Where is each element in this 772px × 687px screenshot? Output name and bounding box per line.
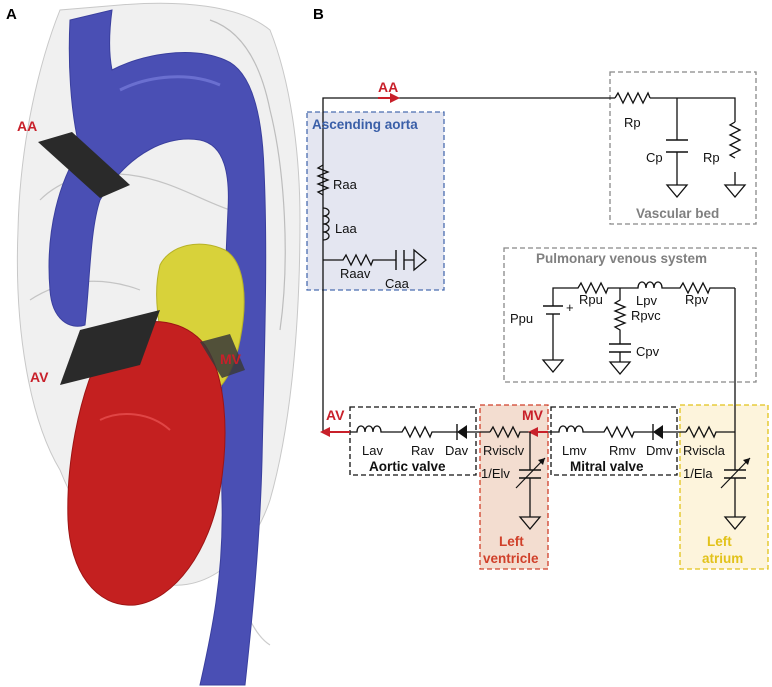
ground-symbol [723, 516, 747, 531]
ela-variable-arrowhead [743, 458, 750, 465]
ascending-aorta-title: Ascending aorta [312, 117, 418, 132]
rp-top-resistor [614, 91, 651, 105]
surface-contour [39, 173, 231, 211]
flow-mv-label: MV [522, 407, 544, 423]
elv-label: 1/Elv [481, 466, 510, 481]
dmv-label: Dmv [646, 443, 673, 458]
rvisclv-resistor [489, 425, 530, 439]
mitral-valve-box [550, 406, 678, 476]
dav-diode [457, 425, 467, 439]
ela-label: 1/Ela [683, 466, 713, 481]
av-plane [60, 310, 160, 385]
dav-label: Dav [445, 443, 469, 458]
mitral-valve-title: Mitral valve [570, 459, 644, 474]
aortic-valve-box [349, 406, 477, 476]
ground-symbol [723, 184, 747, 199]
lv-title-line2: ventricle [483, 551, 539, 566]
mv-plane [200, 334, 245, 378]
vascular-bed-box [609, 71, 757, 225]
laa-label: Laa [335, 221, 357, 236]
ventricle-highlight [99, 413, 171, 431]
panel-a-letter: A [6, 6, 17, 23]
rpu-label: Rpu [579, 292, 603, 307]
ground-symbol [665, 184, 689, 199]
rvisclv-label: Rvisclv [483, 443, 525, 458]
rpv-label: Rpv [685, 292, 709, 307]
rp-top-label: Rp [624, 115, 641, 130]
aorta-highlight [119, 75, 221, 92]
surface-contour [209, 19, 286, 331]
pulmonary-main-wire [552, 281, 735, 306]
anatomy-av-label: AV [30, 369, 49, 385]
mitral-valve-wire [548, 425, 653, 439]
pulmonary-venous-box [503, 247, 757, 383]
ppu-label: Ppu [510, 311, 533, 326]
cpv-label: Cpv [636, 344, 660, 359]
raa-label: Raa [333, 177, 358, 192]
raa-resistor [316, 164, 330, 196]
ground-symbol [404, 248, 428, 272]
rp-right-label: Rp [703, 150, 720, 165]
ground-symbol [541, 314, 565, 374]
rpvc-label: Rpvc [631, 308, 661, 323]
rpvc-resistor [613, 288, 627, 344]
elv-variable-arrow [515, 457, 546, 489]
anatomy-aa-label: AA [17, 118, 37, 134]
main-wire-left-top [322, 97, 615, 432]
cp-label: Cp [646, 150, 663, 165]
la-title-line2: atrium [702, 551, 743, 566]
raav-resistor [323, 253, 396, 267]
panel-b-letter: B [313, 6, 324, 23]
rp-right-resistor [728, 121, 742, 159]
rviscla-resistor [685, 425, 735, 439]
rav-label: Rav [411, 443, 435, 458]
ground-symbol [518, 516, 542, 531]
aa-plane [38, 132, 130, 198]
la-title-line1: Left [707, 534, 732, 549]
lv-title-line1: Left [499, 534, 524, 549]
laa-inductor [322, 207, 330, 241]
lav-label: Lav [362, 443, 383, 458]
ela-variable-arrow [720, 457, 751, 489]
rviscla-label: Rviscla [683, 443, 726, 458]
aortic-valve-title: Aortic valve [369, 459, 446, 474]
lmv-label: Lmv [562, 443, 587, 458]
lpv-label: Lpv [636, 293, 657, 308]
flow-av-label: AV [326, 407, 345, 423]
flow-aa-label: AA [378, 79, 398, 95]
surface-contour [249, 619, 271, 646]
ground-symbol [608, 352, 632, 376]
vascular-wire [650, 97, 736, 122]
elv-variable-arrowhead [538, 458, 545, 465]
raav-label: Raav [340, 266, 371, 281]
caa-label: Caa [385, 276, 410, 291]
anatomy-mv-label: MV [220, 351, 242, 367]
rmv-label: Rmv [609, 443, 636, 458]
aortic-valve-wire [350, 425, 457, 439]
pulmonary-venous-title: Pulmonary venous system [536, 251, 707, 266]
anatomy-rendering [16, 2, 301, 686]
ppu-plus-sign: + [566, 300, 574, 315]
vascular-bed-title: Vascular bed [636, 206, 719, 221]
dmv-diode [653, 425, 663, 439]
ascending-aorta-box [306, 111, 445, 291]
